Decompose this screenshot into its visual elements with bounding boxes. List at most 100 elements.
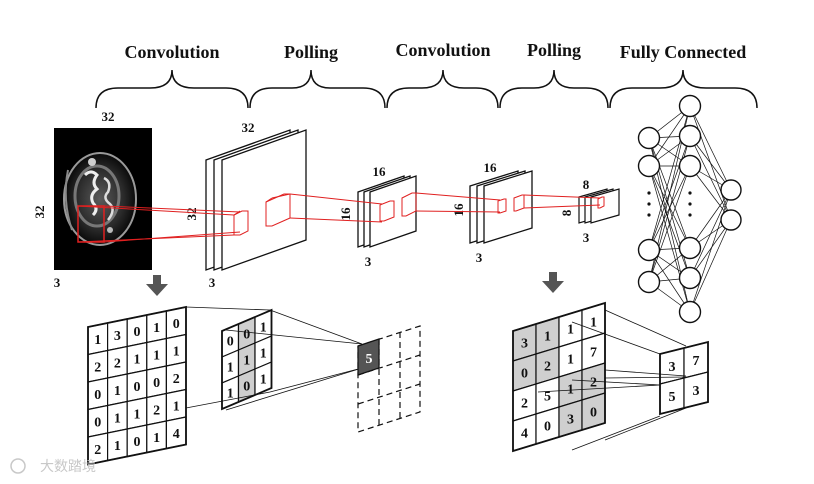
stage-title-convolution-2: Convolution [395, 40, 490, 60]
grid-cell-value: 1 [153, 321, 160, 336]
conv2-width-label: 16 [484, 160, 498, 175]
grid-cell-value: 0 [521, 367, 528, 382]
pool2-width-label: 8 [583, 177, 590, 192]
conv1-width-label: 32 [242, 120, 255, 135]
grid-cell-value: 1 [114, 384, 121, 399]
brace-pooling-1 [249, 69, 386, 109]
fc-neuron [637, 270, 661, 294]
fc-connection [689, 135, 732, 191]
grid-cell-value: 1 [243, 354, 250, 369]
conv2-feature-maps [469, 170, 533, 244]
fc-neuron [637, 126, 661, 150]
grid-cell-value: 7 [693, 354, 700, 369]
stage-title-convolution-1: Convolution [124, 42, 219, 62]
pool1-depth-label: 3 [365, 254, 372, 269]
stage-title-pooling-1: Polling [284, 42, 338, 62]
pool1-width-label: 16 [373, 164, 387, 179]
input-width-label: 32 [102, 109, 115, 124]
grid-cell-value: 0 [243, 328, 250, 343]
fc-neuron [637, 238, 661, 262]
grid-cell-value: 5 [669, 390, 676, 405]
stage-title-fully-connected: Fully Connected [620, 42, 747, 62]
conv1-height-label: 32 [184, 208, 199, 221]
pool1-height-label: 16 [338, 207, 353, 221]
fc-neuron [678, 236, 702, 260]
fc-connection [648, 105, 691, 167]
conv2-depth-label: 3 [476, 250, 483, 265]
watermark-text: 大数踏境 [40, 459, 96, 475]
grid-cell-value: 2 [153, 403, 160, 418]
input-image: 32 32 3 [32, 109, 152, 290]
grid-cell-value: 1 [260, 373, 267, 388]
fc-neuron [678, 124, 702, 148]
grid-cell-value: 1 [173, 344, 180, 359]
fc-connection [689, 105, 732, 191]
grid-cell-value: 4 [521, 427, 528, 442]
brace-convolution-1 [95, 69, 249, 109]
down-arrow-pool-example [542, 272, 564, 293]
grid-cell-value: 3 [114, 329, 121, 344]
grid-cell-value: 0 [134, 435, 141, 450]
pool2-height-label: 8 [559, 209, 574, 216]
fc-neurons [637, 94, 742, 324]
fc-connection [648, 165, 691, 313]
fc-neuron [678, 154, 702, 178]
grid-cell-value: 2 [544, 360, 551, 375]
grid-cell-value: 0 [243, 380, 250, 395]
input-receptive-field [77, 205, 105, 243]
fc-connection [689, 189, 732, 279]
grid-cell-value: 1 [114, 439, 121, 454]
grid-cell-value: 0 [134, 325, 141, 340]
grid-cell-value: 2 [590, 376, 597, 391]
brace-convolution-2 [386, 69, 499, 109]
grid-cell-value: 4 [173, 427, 180, 442]
grid-cell-value: 0 [173, 317, 180, 332]
conv-output-grid: 5 [357, 325, 421, 433]
conv-output-value: 5 [366, 352, 373, 367]
fc-connection [648, 165, 691, 279]
grid-cell-value: 1 [544, 330, 551, 345]
grid-border [659, 340, 709, 416]
grid-cell-value: 5 [544, 390, 551, 405]
pool2-depth-label: 3 [583, 230, 590, 245]
fc-neuron [678, 266, 702, 290]
stage-braces [95, 69, 758, 109]
brace-fully-connected [609, 69, 758, 109]
conv-output-cell [357, 338, 380, 376]
down-arrow-conv-example [146, 275, 168, 296]
grid-cell-value: 3 [693, 384, 700, 399]
fc-neuron [720, 179, 742, 201]
grid-cell-value: 1 [567, 353, 574, 368]
grid-cell-value: 0 [94, 415, 101, 430]
grid-cell-value: 1 [114, 411, 121, 426]
fc-neuron [720, 209, 742, 231]
grid-cell-value: 1 [227, 387, 234, 402]
grid-cell-value: 2 [114, 356, 121, 371]
grid-cell-value: 7 [590, 346, 597, 361]
stage-titles: Convolution Polling Convolution Polling … [124, 40, 746, 62]
pool1-feature-maps [357, 175, 417, 248]
conv-projection-lines [185, 306, 363, 411]
stage-title-pooling-2: Polling [527, 40, 581, 60]
brace-pooling-2 [499, 69, 609, 109]
grid-cell-value: 1 [153, 348, 160, 363]
grid-cell-value: 1 [134, 407, 141, 422]
conv1-depth-label: 3 [209, 275, 216, 290]
grid-cell-value: 3 [521, 337, 528, 352]
conv2-height-label: 16 [451, 203, 466, 217]
grid-cell-value: 0 [544, 420, 551, 435]
fc-neuron [678, 94, 702, 118]
receptive-field-projections [77, 192, 605, 243]
grid-cell-value: 1 [567, 323, 574, 338]
fc-connection [689, 189, 732, 313]
grid-cell-value: 1 [153, 431, 160, 446]
grid-cell-value: 2 [173, 372, 180, 387]
grid-cell-value: 2 [94, 360, 101, 375]
fc-connection [648, 165, 691, 283]
grid-cell-value: 2 [94, 443, 101, 458]
grid-cell-value: 0 [94, 388, 101, 403]
